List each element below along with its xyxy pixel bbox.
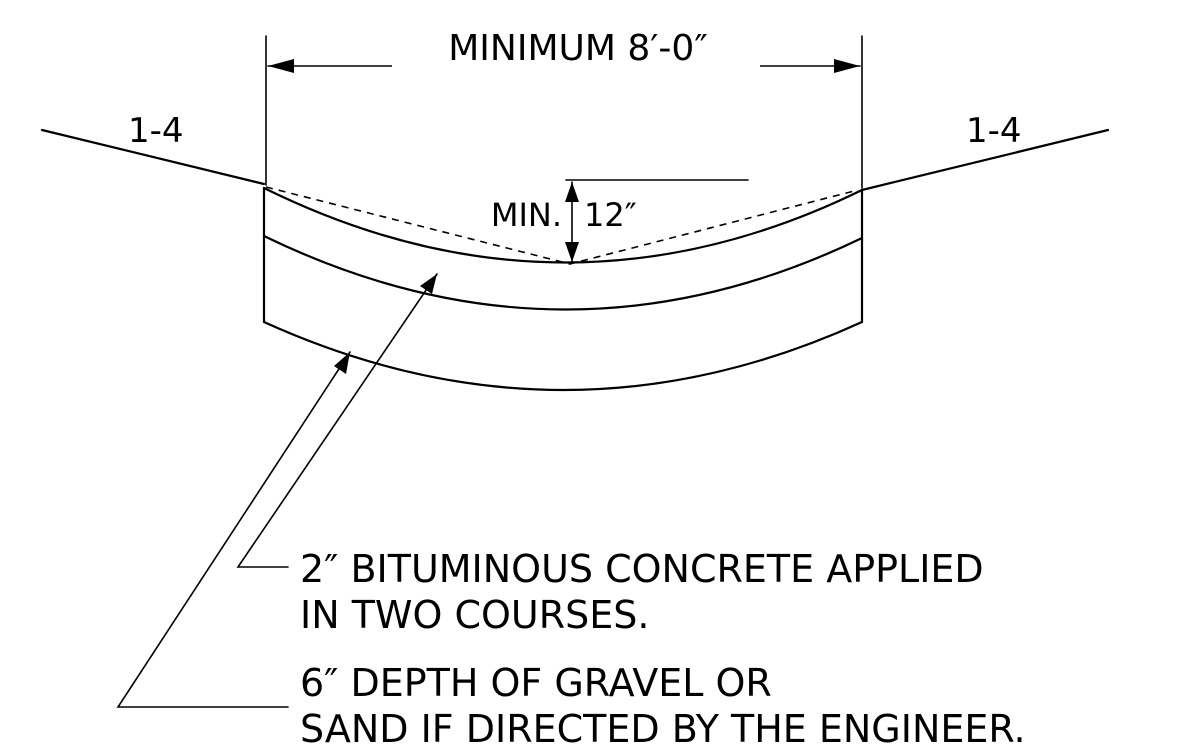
dimension-arrow-left (268, 59, 294, 73)
ground-slope-right (860, 128, 1110, 192)
ditch-top-surface (262, 186, 864, 264)
gravel-leader-arrow (334, 352, 350, 374)
leaders (116, 273, 438, 708)
gravel-bottom-line (262, 320, 864, 392)
slope-label-right: 1-4 (966, 111, 1022, 151)
ground-slopes: 1-4 1-4 (40, 111, 1110, 192)
depth-label-min: MIN. (491, 196, 562, 234)
note-gravel-line2: SAND IF DIRECTED BY THE ENGINEER. (300, 707, 1026, 751)
depth-arrow-down (565, 242, 579, 262)
dimension-label: MINIMUM 8′-0″ (448, 28, 708, 69)
depth-arrow-up (565, 182, 579, 202)
ditch-cross-section (262, 186, 864, 392)
dimension-arrow-right (834, 59, 860, 73)
note-concrete-line1: 2″ BITUMINOUS CONCRETE APPLIED (300, 547, 984, 591)
slope-label-left: 1-4 (128, 111, 184, 151)
concrete-bottom-line (262, 234, 864, 311)
note-concrete-line2: IN TWO COURSES. (300, 593, 649, 637)
concrete-leader-line (236, 273, 438, 568)
depth-dimension: MIN. 12″ (491, 179, 749, 263)
ground-slope-left (40, 128, 266, 186)
dimension-label-mask (392, 40, 760, 74)
depth-label-value: 12″ (584, 196, 637, 234)
notes: 2″ BITUMINOUS CONCRETE APPLIED IN TWO CO… (300, 547, 1026, 751)
width-dimension: MINIMUM 8′-0″ (265, 28, 863, 189)
minimum-ditch-profile (265, 186, 859, 265)
concrete-leader-arrow (420, 274, 437, 294)
note-gravel-line1: 6″ DEPTH OF GRAVEL OR (300, 661, 772, 705)
gravel-leader-line (116, 351, 351, 708)
